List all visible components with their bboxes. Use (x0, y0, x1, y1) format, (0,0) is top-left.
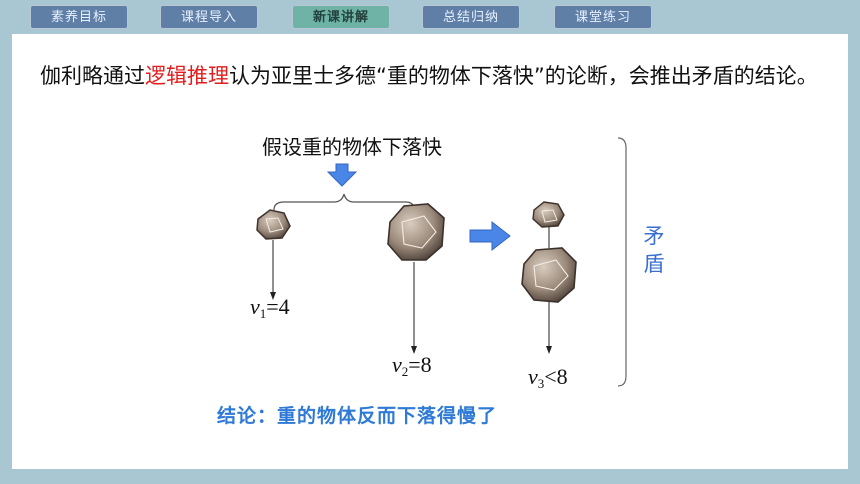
tab-goals[interactable]: 素养目标 (30, 5, 128, 29)
small-stone-icon (256, 209, 291, 240)
logic-reasoning-highlight: 逻辑推理 (145, 64, 229, 88)
tab-intro[interactable]: 课程导入 (160, 5, 258, 29)
v3-label: v3<8 (528, 364, 568, 391)
contradiction-label: 矛盾 (643, 224, 665, 276)
v2-label: v2=8 (392, 352, 432, 379)
large-stone-icon (387, 203, 445, 261)
brace-icon (273, 193, 415, 211)
assumption-text: 假设重的物体下落快 (262, 135, 442, 159)
down-arrow-icon (326, 163, 358, 187)
right-bracket-icon (617, 137, 627, 387)
logic-diagram (256, 137, 627, 387)
tab-summary[interactable]: 总结归纳 (422, 5, 520, 29)
intro-text: 伽利略通过逻辑推理认为亚里士多德“重的物体下落快”的论断，会推出矛盾的结论。 (40, 60, 820, 93)
tab-new-lesson[interactable]: 新课讲解 (292, 5, 390, 29)
tab-practice[interactable]: 课堂练习 (554, 5, 652, 29)
combined-large-stone-icon (521, 247, 577, 303)
combined-small-stone-icon (532, 201, 565, 228)
slide-content: 伽利略通过逻辑推理认为亚里士多德“重的物体下落快”的论断，会推出矛盾的结论。 假… (12, 34, 848, 469)
intro-part2: 认为亚里士多德“重的物体下落快”的论断，会推出矛盾的结论。 (229, 64, 818, 88)
right-arrow-icon (469, 220, 511, 252)
conclusion-text: 结论：重的物体反而下落得慢了 (217, 405, 498, 427)
intro-part1: 伽利略通过 (40, 64, 145, 88)
tab-bar: 素养目标 课程导入 新课讲解 总结归纳 课堂练习 (0, 0, 860, 32)
v1-label: v1=4 (250, 294, 290, 321)
